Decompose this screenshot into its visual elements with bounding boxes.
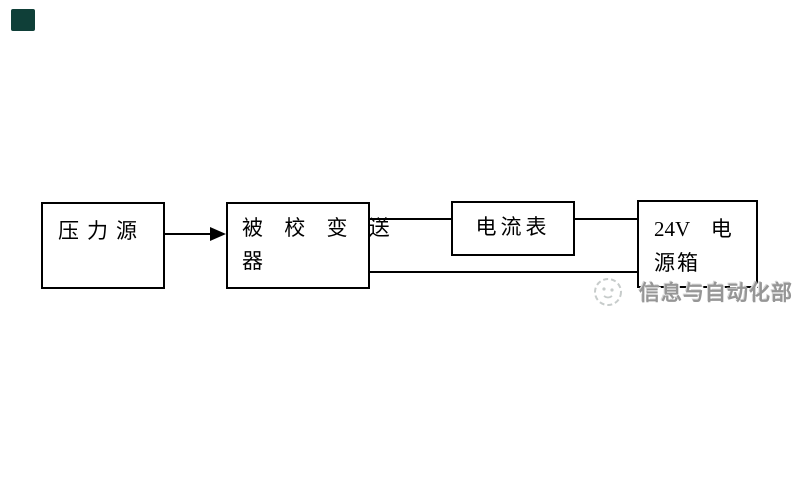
box-pressure-source: 压力源 xyxy=(41,202,165,289)
arrow-shaft-line xyxy=(165,233,213,235)
arrowhead-icon xyxy=(210,227,226,241)
box-transmitter-label-line1: 被 校 变 送 xyxy=(242,216,398,240)
box-ammeter: 电流表 xyxy=(451,201,575,256)
box-pressure-source-label: 压力源 xyxy=(58,219,145,243)
box-transmitter: 被 校 变 送 器 xyxy=(226,202,398,289)
connector-transmitter-power xyxy=(368,271,638,273)
connector-ammeter-power xyxy=(573,218,638,220)
box-power-supply-label-line2: 源箱 xyxy=(654,251,700,275)
dark-square-marker xyxy=(11,9,35,31)
box-power-supply: 24V 电 源箱 xyxy=(637,200,758,288)
box-ammeter-label: 电流表 xyxy=(475,215,551,239)
box-transmitter-label-line2: 器 xyxy=(242,249,263,273)
box-power-supply-label-line1: 24V 电 xyxy=(654,217,732,241)
watermark-logo-icon xyxy=(594,278,622,306)
connector-transmitter-ammeter xyxy=(368,218,452,220)
